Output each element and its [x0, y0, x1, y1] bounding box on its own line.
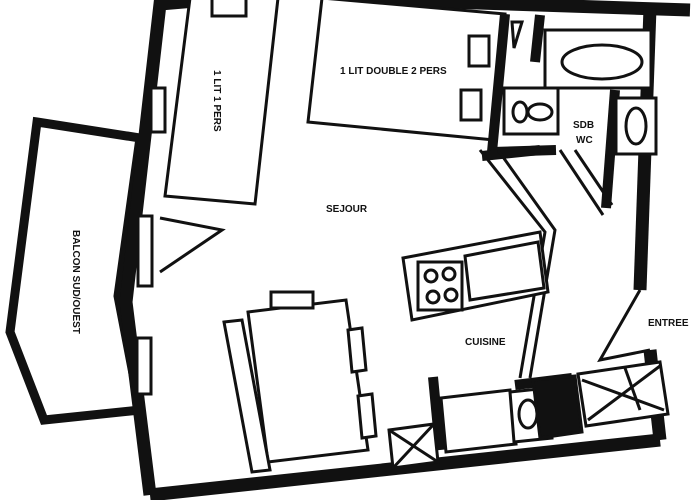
toilet	[624, 106, 648, 146]
sink	[526, 102, 554, 122]
bathtub	[560, 43, 644, 81]
windows	[135, 86, 167, 396]
living-room-label: SEJOUR	[326, 204, 368, 215]
single-bed	[163, 0, 280, 206]
balcony-door	[159, 216, 226, 274]
dining-area	[222, 290, 378, 474]
sink-left	[511, 100, 529, 124]
bathroom-fixtures	[502, 20, 658, 156]
bathroom-label: SDB	[573, 120, 594, 131]
cooktop	[423, 266, 459, 305]
washing-machine	[517, 398, 539, 430]
entrance-label: ENTREE	[648, 318, 689, 329]
bathroom-walls	[481, 13, 620, 209]
lower-fixtures	[387, 360, 670, 470]
balcony-label: BALCON SUD/OUEST	[70, 230, 81, 334]
kitchen-label: CUISINE	[465, 337, 506, 348]
single-bed-label: 1 LIT 1 PERS	[211, 70, 222, 132]
wc-label: WC	[576, 135, 593, 146]
double-bed-label: 1 LIT DOUBLE 2 PERS	[340, 66, 447, 77]
entrance-door	[597, 289, 651, 363]
bathroom-door	[478, 149, 614, 379]
